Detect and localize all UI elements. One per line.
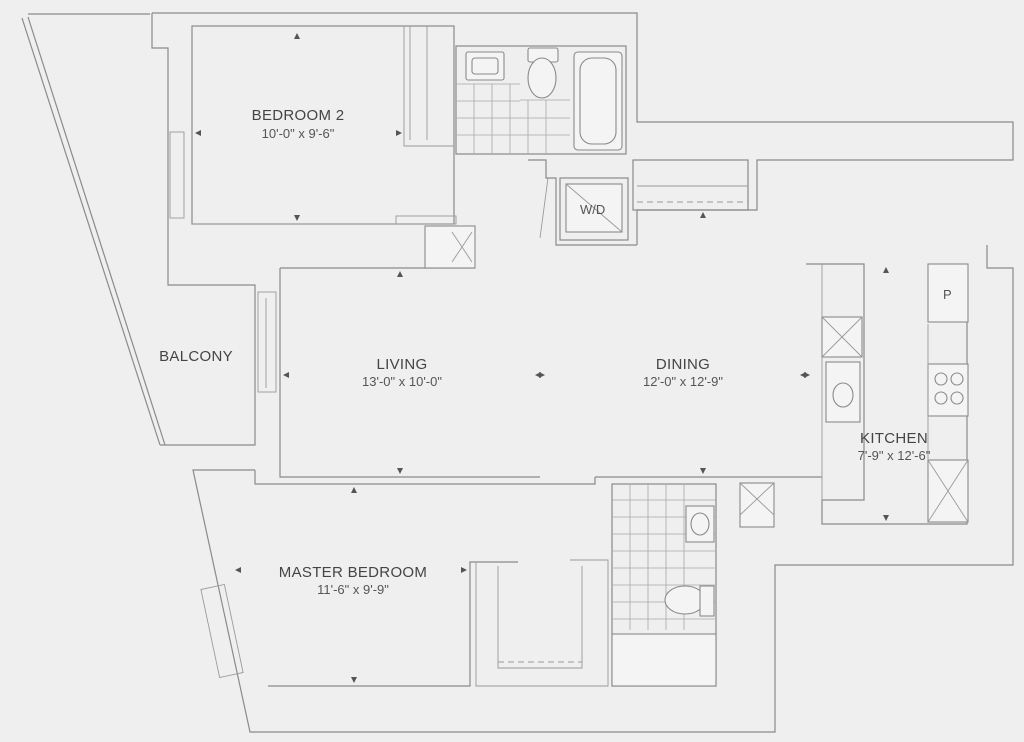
washer-dryer-label: W/D: [580, 202, 605, 217]
dimension-arrows: [195, 33, 889, 683]
living-dims: 13'-0" x 10'-0": [362, 374, 442, 389]
pantry-label: P: [943, 287, 952, 302]
balcony-name: BALCONY: [159, 348, 233, 365]
master-walls: [200, 470, 775, 687]
kitchen-walls: P: [806, 263, 969, 525]
bedroom2-walls: [169, 25, 455, 225]
kitchen-name: KITCHEN: [860, 430, 928, 447]
master-name: MASTER BEDROOM: [279, 564, 427, 581]
dining-dims: 12'-0" x 12'-9": [643, 374, 723, 389]
bedroom2-name: BEDROOM 2: [252, 107, 345, 124]
master-dims: 11'-6" x 9'-9": [317, 582, 389, 597]
kitchen-dims: 7'-9" x 12'-6": [858, 448, 931, 463]
bedroom2-dims: 10'-0" x 9'-6": [262, 126, 335, 141]
living-name: LIVING: [377, 356, 428, 373]
dining-name: DINING: [656, 356, 710, 373]
living-dining-walls: [257, 215, 822, 478]
laundry-area: W/D: [528, 159, 749, 246]
room-labels: BEDROOM 2 10'-0" x 9'-6" BALCONY LIVING …: [159, 107, 931, 597]
main-bathroom: [455, 45, 627, 155]
